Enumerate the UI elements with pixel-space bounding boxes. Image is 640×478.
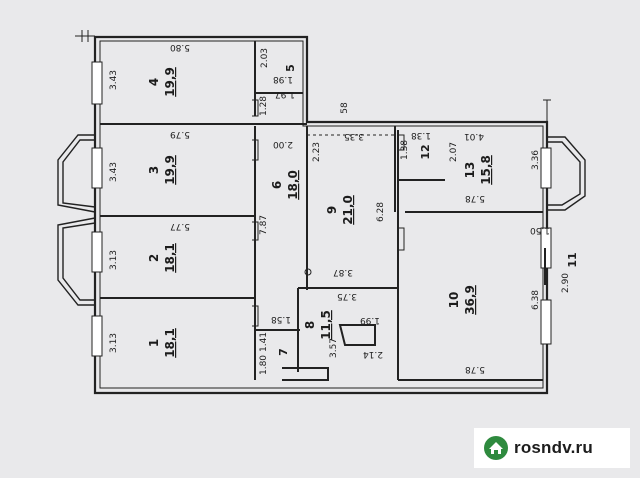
room-label-12: 12	[419, 144, 432, 159]
dimension-label: 6.28	[376, 202, 386, 222]
room-number: 7	[277, 348, 290, 356]
dimension-label: 2.07	[449, 142, 459, 162]
room-area: 15,8	[479, 155, 493, 185]
dimension-label: 5.77	[170, 221, 190, 231]
dimension-label: 1.80	[259, 355, 269, 375]
room-number: 10	[447, 292, 461, 309]
house-icon	[484, 436, 508, 460]
room-area: 21,0	[341, 195, 355, 225]
dimension-label: 1.98	[273, 74, 293, 84]
room-number: 5	[284, 64, 297, 72]
dimension-label: 2.00	[273, 139, 293, 149]
room-label-10: 10 36,9	[447, 285, 477, 315]
room-label-7: 7	[277, 348, 290, 356]
dimension-label: 5.80	[170, 42, 190, 52]
dimension-label: 5.78	[465, 193, 485, 203]
watermark-text: rosndv.ru	[514, 438, 593, 457]
dimension-label: 1.41	[259, 332, 269, 352]
dimension-label: 2.23	[312, 142, 322, 162]
dimension-label: 1.28	[259, 96, 269, 116]
room-area: 18,1	[163, 328, 177, 358]
dimension-label: 5.79	[170, 129, 190, 139]
room-area: 36,9	[463, 285, 477, 315]
dimension-label: 2.14	[363, 349, 383, 359]
room-number: 3	[147, 166, 161, 174]
room-label-11: 11	[566, 252, 579, 267]
column-marker	[304, 268, 312, 276]
interior-walls	[100, 41, 546, 381]
room-number: 9	[325, 206, 339, 214]
dimension-label: 1.38	[400, 140, 410, 160]
dimension-label: 3.43	[109, 162, 119, 182]
watermark-badge: rosndv.ru	[474, 428, 630, 468]
room-label-9: 9 21,0	[325, 195, 355, 225]
dimension-label: 3.57	[329, 338, 339, 358]
room-label-2: 2 18,1	[147, 243, 177, 273]
dimension-label: 1.58	[271, 314, 291, 324]
dimension-label: 1.38	[411, 130, 431, 140]
window-marks	[91, 61, 552, 357]
room-area: 19,9	[163, 67, 177, 97]
dimension-label: 1.97	[275, 89, 295, 99]
room-number: 12	[419, 144, 432, 159]
room-area: 19,9	[163, 155, 177, 185]
dimension-label: 2.90	[561, 273, 571, 293]
doors	[252, 99, 405, 327]
room-number: 11	[566, 252, 579, 267]
dimension-label: 3.13	[109, 333, 119, 353]
room-area: 18,1	[163, 243, 177, 273]
dimension-label: 1.99	[360, 315, 380, 325]
dimension-label: 3.36	[531, 150, 541, 170]
dimension-label: 3.35	[344, 131, 364, 141]
room-number: 2	[147, 254, 161, 262]
room-label-5: 5	[284, 64, 297, 72]
room-label-3: 3 19,9	[147, 155, 177, 185]
dimension-label: 3.43	[109, 70, 119, 90]
dimension-label: 3.13	[109, 250, 119, 270]
dimension-labels: 5.80 3.43 2.03 1.98 1.97 1.28 58 5.79 3.…	[109, 42, 571, 375]
room-number: 6	[270, 181, 284, 189]
room-label-6: 6 18,0	[270, 170, 300, 200]
room-label-13: 13 15,8	[463, 155, 493, 185]
room-area: 18,0	[286, 170, 300, 200]
room-area: 11,5	[319, 310, 333, 340]
dashed-openings	[265, 123, 395, 270]
dimension-label: 5.78	[465, 364, 485, 374]
dimension-label: 6.38	[531, 290, 541, 310]
bay-window-right	[547, 136, 586, 211]
dimension-label: 3.75	[337, 291, 357, 301]
room-number: 1	[147, 339, 161, 347]
wall-stubs	[75, 30, 551, 122]
dimension-label: 2.03	[260, 48, 270, 68]
room-number: 4	[147, 78, 161, 86]
dimension-label: 7.87	[259, 215, 269, 235]
room-number: 8	[303, 321, 317, 329]
dimension-label: 4.01	[464, 131, 484, 141]
room-label-4: 4 19,9	[147, 67, 177, 97]
bay-window-left	[57, 134, 96, 306]
dimension-label: 58	[340, 102, 350, 114]
dimension-label: 3.87	[333, 267, 353, 277]
room-label-1: 1 18,1	[147, 328, 177, 358]
room-label-8: 8 11,5	[303, 310, 333, 340]
dimension-label: 1.50	[530, 225, 550, 235]
room-number: 13	[463, 162, 477, 179]
